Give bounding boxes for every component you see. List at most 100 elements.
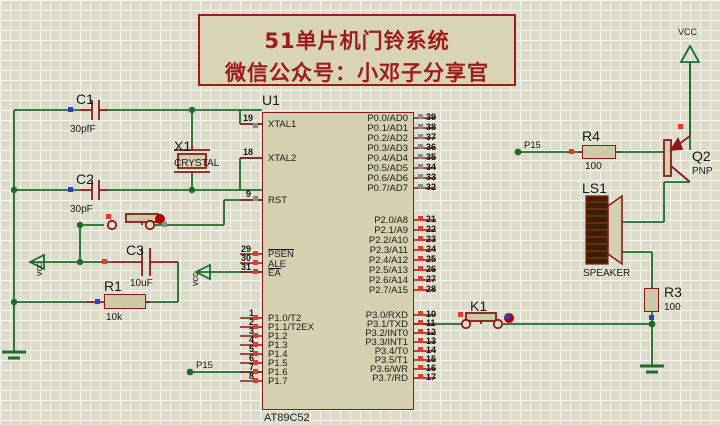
resistor-r3-body[interactable] [644, 288, 659, 312]
terminal-pin-4 [253, 342, 258, 347]
pin-number-4: 4 [249, 335, 255, 345]
pin-label-p37: P3.7/RD [372, 373, 408, 384]
c2-value: 30pF [70, 204, 93, 215]
pin-label-p26: P2.6/A14 [368, 275, 408, 286]
crystal-x1 [174, 145, 210, 173]
pin-number-8: 8 [249, 371, 255, 381]
pin-label-p17: P1.7 [268, 376, 288, 387]
pin-number-31: 31 [241, 262, 252, 272]
pin-number-37: 37 [426, 132, 437, 142]
pin-number-5: 5 [249, 344, 255, 354]
pin-number-12: 12 [426, 327, 437, 337]
reset-button-terminal [106, 214, 111, 219]
pin-number-19: 19 [243, 113, 254, 123]
pin-number-9: 9 [246, 189, 252, 199]
pin-number-28: 28 [426, 284, 437, 294]
pin-label-xtal1: XTAL1 [268, 119, 297, 130]
terminal-pin-37 [418, 134, 423, 139]
pin-number-39: 39 [426, 112, 437, 122]
speaker-ls1-symbol [585, 194, 623, 266]
pin-number-30: 30 [241, 253, 252, 263]
pin-label-p22: P2.2/A10 [368, 235, 408, 246]
terminal-pin-35 [418, 154, 423, 159]
terminal-pin-17 [418, 374, 423, 379]
terminal-pin-34 [418, 164, 423, 169]
pin-label-p07: P0.7/AD7 [367, 183, 408, 194]
capacitor-c2 [80, 180, 108, 200]
pin-number-6: 6 [249, 353, 255, 363]
c3-terminal [102, 259, 107, 264]
pin-label-p21: P2.1/A9 [374, 225, 408, 236]
c2-refdes: C2 [76, 171, 94, 187]
r1-terminal [95, 299, 100, 304]
terminal-pin-3 [253, 333, 258, 338]
pin-label-p04: P0.4/AD4 [367, 153, 408, 164]
pin-number-3: 3 [249, 326, 255, 336]
q2-refdes: Q2 [692, 148, 711, 164]
pin-label-p00: P0.0/AD0 [367, 113, 408, 124]
terminal-pin-21 [418, 216, 423, 221]
ground-symbol-left [2, 345, 26, 360]
pin-number-36: 36 [426, 142, 437, 152]
terminal-pin-7 [253, 369, 258, 374]
terminal-pin-15 [418, 356, 423, 361]
pin-number-13: 13 [426, 336, 437, 346]
capacitor-c1 [80, 100, 108, 120]
pin-label-psen: PSEN [268, 249, 294, 260]
terminal-pin-31 [253, 269, 258, 274]
pin-number-14: 14 [426, 345, 437, 355]
vcc-power-symbol [679, 44, 701, 63]
power-label-vcc-reset: vcc [34, 262, 44, 277]
pin-number-18: 18 [243, 147, 254, 157]
mcu-part-number: AT89C52 [264, 412, 310, 424]
terminal-pin-29 [253, 251, 258, 256]
terminal-pin-28 [418, 286, 423, 291]
power-label-vcc-top: VCC [678, 27, 698, 37]
pin-label-p16: P1.6 [268, 367, 288, 378]
q2-terminal [678, 124, 683, 129]
terminal-pin-10 [418, 311, 423, 316]
pin-number-15: 15 [426, 354, 437, 364]
terminal-pin-39 [418, 114, 423, 119]
r3-value: 100 [664, 302, 681, 313]
terminal-pin-8 [253, 378, 258, 383]
vcc-arrow-reset [27, 253, 45, 271]
resistor-r4-body[interactable] [582, 145, 616, 159]
ls1-value: SPEAKER [583, 268, 631, 279]
pin-label-p01: P0.1/AD1 [367, 123, 408, 134]
pin-label-p32: P3.2/INT0 [365, 328, 408, 339]
pin-number-7: 7 [249, 362, 255, 372]
r4-value: 100 [585, 161, 602, 172]
terminal-pin-33 [418, 174, 423, 179]
resistor-r1-body[interactable] [104, 294, 146, 309]
title-line-2: 微信公众号：小邓子分享官 [225, 61, 489, 85]
terminal-pin-23 [418, 236, 423, 241]
power-label-vcc-ea: vcc [190, 272, 200, 287]
pin-number-35: 35 [426, 152, 437, 162]
pin-number-11: 11 [426, 318, 436, 328]
pin-label-p06: P0.6/AD6 [367, 173, 408, 184]
pin-number-22: 22 [426, 224, 437, 234]
capacitor-c3 [112, 248, 178, 276]
x1-value: CRYSTAL [174, 158, 220, 169]
pin-label-p33: P3.3/INT1 [365, 337, 408, 348]
terminal-pin-27 [418, 276, 423, 281]
terminal-pin-16 [418, 365, 423, 370]
mcu-body-u1[interactable] [262, 112, 414, 410]
transistor-q2-symbol [663, 135, 691, 183]
pin-number-38: 38 [426, 122, 437, 132]
pin-number-26: 26 [426, 264, 437, 274]
pin-number-32: 32 [426, 182, 437, 192]
pin-label-rst: RST [268, 195, 287, 206]
terminal-pin-36 [418, 144, 423, 149]
terminal-pin-25 [418, 256, 423, 261]
pin-number-23: 23 [426, 234, 437, 244]
vcc-arrow-ea [193, 263, 211, 281]
pin-number-25: 25 [426, 254, 437, 264]
pin-label-p34: P3.4/T0 [374, 346, 408, 357]
terminal-pin-32 [418, 184, 423, 189]
c3-refdes: C3 [126, 242, 144, 258]
pin-number-29: 29 [241, 244, 252, 254]
pin-number-27: 27 [426, 274, 437, 284]
pin-label-p13: P1.3 [268, 340, 288, 351]
